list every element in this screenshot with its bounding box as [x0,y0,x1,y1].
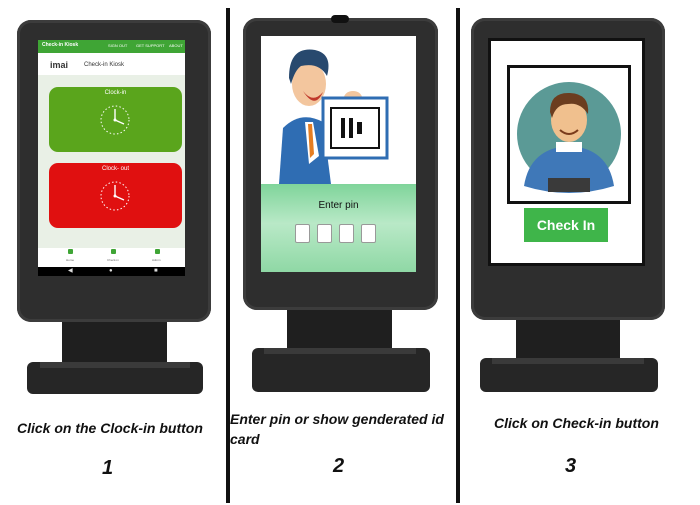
pin-entry-area: Enter pin [261,184,416,272]
people-icon[interactable] [111,249,116,254]
admin-icon[interactable] [155,249,160,254]
kiosk-2-base-edge [264,348,416,354]
nav-about[interactable]: ABOUT [169,43,183,48]
clock-icon [98,103,132,137]
step-2-caption: Enter pin or show genderated id card [230,409,452,449]
home-circle-icon[interactable]: ● [109,268,113,275]
bottom-nav-check-in[interactable]: Check-in [107,258,119,262]
imai-logo: imai [50,60,68,70]
clock-out-button[interactable]: Clock- out [49,163,182,228]
kiosk-2-screen: Enter pin [261,36,416,272]
clock-in-button[interactable]: Clock-in [49,87,182,152]
nav-get-support[interactable]: GET SUPPORT [136,43,165,48]
kiosk-1-screen: Check-in Kiosk SIGN OUT GET SUPPORT ABOU… [38,40,185,276]
enter-pin-label: Enter pin [261,200,416,211]
bottom-nav-home[interactable]: Home [66,258,74,262]
back-icon[interactable]: ◀ [68,268,73,275]
clock-icon [98,179,132,213]
recents-icon[interactable]: ■ [154,268,158,275]
man-with-id-card-illustration [261,36,416,184]
app-title: Check-in Kiosk [42,42,78,48]
header-title: Check-in Kiosk [84,62,124,68]
step-1-caption: Click on the Clock-in button [17,418,222,438]
clock-out-label: Clock- out [49,166,182,172]
kiosk-1-base-edge [40,362,190,368]
kiosk-3-screen: Check In [488,38,645,266]
step-2-number: 2 [333,455,344,478]
user-photo-frame [507,65,631,204]
step-1-number: 1 [102,457,113,480]
step-panel-3: Check In Click on Check-in button 3 [460,0,700,505]
app-bar: Check-in Kiosk SIGN OUT GET SUPPORT ABOU… [38,40,185,53]
step-3-number: 3 [565,455,576,478]
kiosk-3-base-edge [492,358,644,364]
kiosk-2-base [252,348,430,392]
home-icon[interactable] [68,249,73,254]
user-avatar-illustration [510,68,628,201]
step-panel-1: Check-in Kiosk SIGN OUT GET SUPPORT ABOU… [0,0,225,505]
camera-icon [331,15,349,23]
screen-header: imai Check-in Kiosk [38,53,185,75]
pin-digit-2[interactable] [317,224,332,243]
pin-digit-4[interactable] [361,224,376,243]
bottom-nav-admin[interactable]: Admin [152,258,161,262]
clock-in-label: Clock-in [49,90,182,96]
pin-digit-1[interactable] [295,224,310,243]
step-3-caption: Click on Check-in button [494,413,694,433]
id-card-illustration [261,36,416,184]
pin-digit-3[interactable] [339,224,354,243]
bottom-nav: Home Check-in Admin [38,248,185,267]
check-in-button[interactable]: Check In [524,208,608,242]
nav-sign-out[interactable]: SIGN OUT [108,43,127,48]
android-nav-bar: ◀ ● ■ [38,267,185,276]
step-panel-2: Enter pin Enter pin or show genderated i… [230,0,456,505]
